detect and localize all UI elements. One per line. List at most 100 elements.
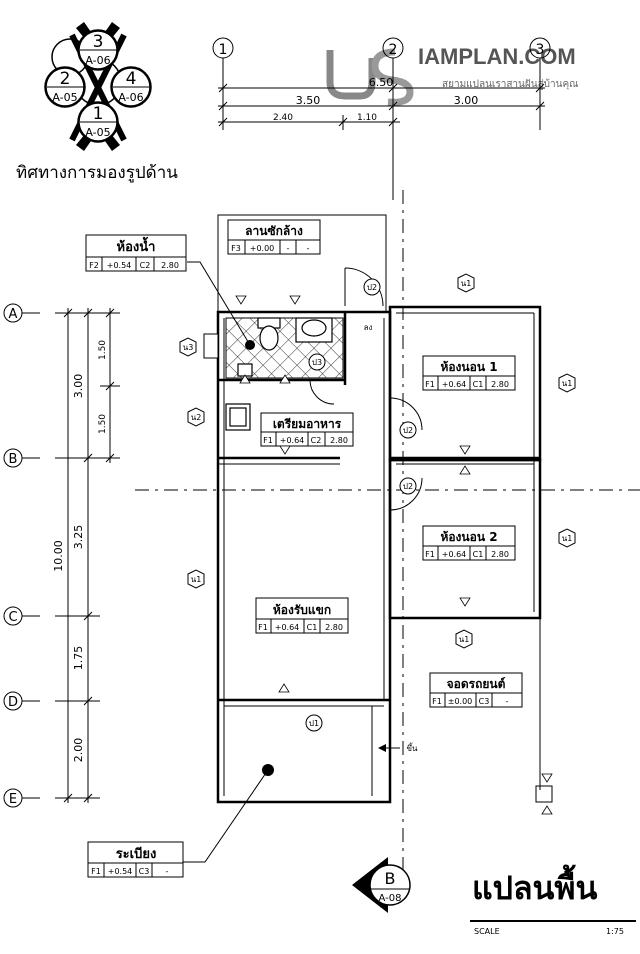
ceiling-height: 2.80 [161,261,179,270]
building-walls [216,214,553,804]
terrace-leader-line [183,769,269,863]
room-name: เตรียมอาหาร [273,417,342,431]
room-name: ห้องน้ำ [117,236,156,255]
title-underline [470,920,636,922]
dim-bc: 3.25 [72,525,85,550]
elev-bottom-ref: A-05 [85,126,110,139]
bathroom-leader-line [187,261,251,346]
room-tag-living: ห้องรับแขก F1 +0.64 C1 2.80 [255,597,349,634]
room-name: ห้องนอน 1 [440,360,497,374]
window-tag-living: น1 [191,575,202,584]
floor-code: F3 [231,244,241,253]
room-tag-bath: ห้องน้ำ F2 +0.54 C2 2.80 [85,234,187,272]
door-tag-bed1: ป2 [403,426,413,435]
window-tag-bed1-top: น1 [461,279,472,288]
grid-col-3: 3 [536,42,545,58]
bathroom-fixtures [237,317,333,377]
floor-level: ±0.00 [448,697,473,706]
floor-level: +0.54 [107,261,132,270]
room-tag-bed2: ห้องนอน 2 F1 +0.64 C1 2.80 [422,525,516,561]
grid-row-e: E [9,792,17,807]
room-tag-bed1: ห้องนอน 1 F1 +0.64 C1 2.80 [422,355,516,391]
dim-ab-1: 1.50 [98,340,108,360]
floor-code: F2 [89,261,99,270]
elev-left-ref: A-05 [52,91,77,104]
room-name: ห้องรับแขก [273,603,331,617]
floor-code: F1 [432,697,442,706]
floor-level: +0.64 [442,550,467,559]
floor-code: F1 [425,380,435,389]
window-tag-bath: น3 [183,343,194,352]
ceiling-height: - [166,867,169,876]
ceiling-height: 2.80 [325,623,343,632]
room-tag-garage: จอดรถยนต์ F1 ±0.00 C3 - [429,672,523,708]
dim-total-width: 6.50 [369,76,394,89]
ceiling-height: 2.80 [491,550,509,559]
elevation-key: 3 A-06 2 A-05 4 A-06 1 A-05 [44,22,152,151]
scale-label: SCALE [474,927,500,936]
ceiling-code: C1 [473,550,484,559]
floor-code: F1 [91,867,101,876]
room-tag-kitchen: เตรียมอาหาร F1 +0.64 C2 2.80 [260,412,354,447]
elev-top-num: 3 [93,32,104,52]
floor-level: +0.54 [108,867,133,876]
grid-col-1: 1 [219,42,228,58]
ceiling-code: C3 [139,867,150,876]
section-ref: A-08 [379,893,402,904]
kitchen-sink [225,403,251,431]
grid-columns [212,37,551,200]
room-name: ห้องนอน 2 [440,530,497,544]
room-name: จอดรถยนต์ [447,677,506,691]
dim-de: 2.00 [72,738,85,763]
grid-rows [3,303,40,808]
opening-tags [179,273,576,732]
section-marker: B A-08 [352,857,411,913]
scale-value: 1:75 [606,927,624,936]
dim-total-depth: 10.00 [52,540,65,572]
logo-brand: IAMPLAN.COM [418,44,576,69]
elev-left-num: 2 [60,69,71,89]
elev-right-ref: A-06 [118,91,143,104]
grid-row-c: C [8,610,17,625]
section-letter: B [385,869,396,888]
room-tag-laundry: ลานซักล้าง F3 +0.00 - - [227,219,321,255]
dim-ab: 3.00 [72,374,85,399]
window-tag-kitchen: น2 [191,413,202,422]
ceiling-height: 2.80 [491,380,509,389]
door-tag-main: ป1 [309,719,319,728]
up-label: ขึ้น [407,742,418,753]
dim-width-left: 3.50 [296,94,321,107]
dim-width-right: 3.00 [454,94,479,107]
drawing-title: แปลนพื้น [472,869,598,907]
stair-arrow-icon [378,744,386,752]
dim-sub-b: 1.10 [357,113,377,123]
floor-code: F1 [425,550,435,559]
elevation-caption: ทิศทางการมองรูปด้าน [16,163,178,183]
room-name: ระเบียง [116,846,157,862]
floor-code: F1 [258,623,268,632]
wall-type-markers [235,295,553,815]
grid-row-b: B [9,452,18,467]
door-tag-laundry: ป2 [367,283,377,292]
window-tag-bed1-side: น1 [562,379,573,388]
door-tag-bath: ป3 [312,358,322,367]
ceiling-height: - [307,244,310,253]
ceiling-height: - [506,697,509,706]
door-swings [309,267,423,511]
grid-col-2: 2 [389,42,398,58]
window-tag-bed2-side: น1 [562,534,573,543]
door-tag-bed2: ป2 [403,482,413,491]
logo-tagline: สยามแปลนเราสานฝันสู่บ้านคุณ [442,78,578,90]
floor-level: +0.64 [280,436,305,445]
down-label: ลง [364,323,373,332]
elev-right-num: 4 [126,69,137,89]
ceiling-height: 2.80 [330,436,348,445]
dim-sub-a: 2.40 [273,113,293,123]
dim-ab-2: 1.50 [98,414,108,434]
dim-cd: 1.75 [72,646,85,671]
ceiling-code: - [287,244,290,253]
top-dimension-lines [218,83,545,130]
window-tag-bed2-bottom: น1 [459,635,470,644]
floor-level: +0.00 [250,244,275,253]
